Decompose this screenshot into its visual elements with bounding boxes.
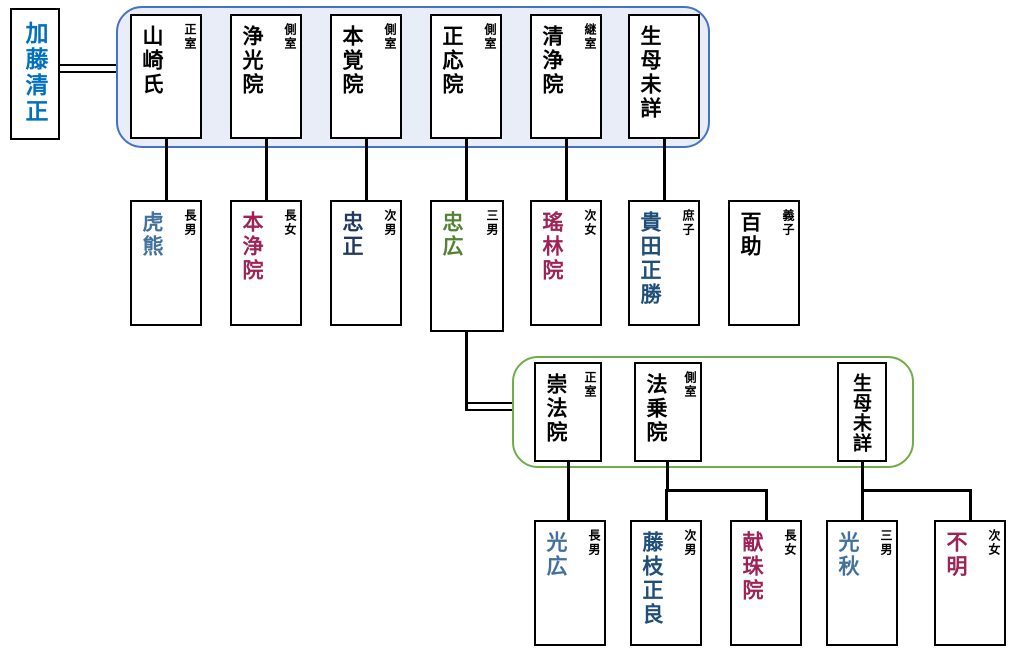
gen2-child-box: 献珠院 長女 [730, 520, 802, 646]
gen2-child-box: 不明 次女 [934, 520, 1006, 646]
person-name: 正応院 [440, 25, 463, 97]
person-relation-label: 次男 [383, 209, 397, 237]
connector-line [663, 139, 666, 200]
gen1-child-box-tadahiro: 忠広 三男 [430, 200, 504, 332]
person-relation-label: 次女 [987, 529, 1001, 557]
connector-line [861, 489, 972, 492]
person-name: 崇法院 [544, 373, 567, 445]
gen1-spouse-box: 正応院 側室 [430, 14, 502, 139]
connector-line [861, 462, 864, 491]
gen1-spouse-box: 清浄院 継室 [530, 14, 602, 139]
gen1-child-box: 百助 義子 [728, 200, 800, 326]
person-relation-label: 長男 [183, 209, 197, 237]
gen2-child-box: 光広 長男 [534, 520, 606, 646]
person-relation-label: 側室 [383, 23, 397, 51]
person-relation-label: 三男 [879, 529, 893, 557]
person-relation-label: 庶子 [681, 209, 695, 237]
gen2-spouse-box: 崇法院 正室 [534, 362, 602, 462]
gen2-child-box: 藤枝正良 次男 [630, 520, 702, 646]
person-relation-label: 次女 [583, 209, 597, 237]
marriage-double-line-gen2 [467, 402, 512, 411]
person-name: 生母未詳 [850, 373, 871, 453]
person-name: 光秋 [836, 531, 859, 579]
gen1-child-box: 貴田正勝 庶子 [628, 200, 700, 326]
person-relation-label: 長男 [587, 529, 601, 557]
connector-line [861, 489, 864, 520]
person-name: 不明 [944, 531, 967, 579]
gen1-spouse-box: 山崎氏 正室 [130, 14, 202, 139]
gen1-spouse-box: 生母未詳 [628, 14, 700, 139]
person-relation-label: 継室 [583, 23, 597, 51]
gen1-spouses-group [116, 6, 710, 148]
person-relation-label: 義子 [781, 209, 795, 237]
gen2-child-box: 光秋 三男 [826, 520, 898, 646]
connector-line [465, 332, 468, 411]
connector-line [765, 489, 768, 520]
person-name: 瑤林院 [540, 211, 563, 283]
person-name: 本覚院 [340, 25, 363, 97]
person-name: 光広 [544, 531, 567, 579]
person-name: 本浄院 [240, 211, 263, 283]
connector-line [969, 489, 972, 520]
person-name: 貴田正勝 [638, 211, 661, 307]
connector-line [565, 139, 568, 200]
connector-line [666, 462, 669, 491]
connector-line [365, 139, 368, 200]
person-name: 山崎氏 [140, 25, 163, 97]
person-relation-label: 側室 [483, 23, 497, 51]
person-relation-label: 三男 [485, 209, 499, 237]
person-name: 浄光院 [240, 25, 263, 97]
person-relation-label: 側室 [683, 371, 697, 399]
person-name: 百助 [738, 211, 761, 259]
marriage-double-line-gen1 [60, 64, 116, 73]
person-name: 加藤清正 [22, 21, 48, 125]
connector-line [665, 489, 668, 520]
person-name: 清浄院 [540, 25, 563, 97]
gen1-child-box: 虎熊 長男 [130, 200, 202, 326]
person-name: 忠広 [440, 211, 463, 259]
person-relation-label: 正室 [183, 23, 197, 51]
person-relation-label: 次男 [683, 529, 697, 557]
person-name: 法乗院 [644, 373, 667, 445]
person-relation-label: 長女 [283, 209, 297, 237]
gen1-child-box: 瑤林院 次女 [530, 200, 602, 326]
connector-line [265, 139, 268, 200]
person-name: 虎熊 [140, 211, 163, 259]
gen2-spouse-box: 法乗院 側室 [634, 362, 702, 462]
person-name: 献珠院 [740, 531, 763, 603]
gen1-spouse-box: 浄光院 側室 [230, 14, 302, 139]
gen2-spouse-box: 生母未詳 [837, 362, 887, 462]
gen1-child-box: 忠正 次男 [330, 200, 402, 326]
gen1-child-box: 本浄院 長女 [230, 200, 302, 326]
person-name: 生母未詳 [638, 25, 661, 121]
person-relation-label: 長女 [783, 529, 797, 557]
root-person-box: 加藤清正 [10, 8, 60, 140]
person-relation-label: 側室 [283, 23, 297, 51]
connector-line [465, 139, 468, 200]
person-relation-label: 正室 [583, 371, 597, 399]
connector-line [665, 489, 768, 492]
person-name: 藤枝正良 [640, 531, 663, 627]
gen1-spouse-box: 本覚院 側室 [330, 14, 402, 139]
connector-line [567, 462, 570, 520]
connector-line [165, 139, 168, 200]
person-name: 忠正 [340, 211, 363, 259]
